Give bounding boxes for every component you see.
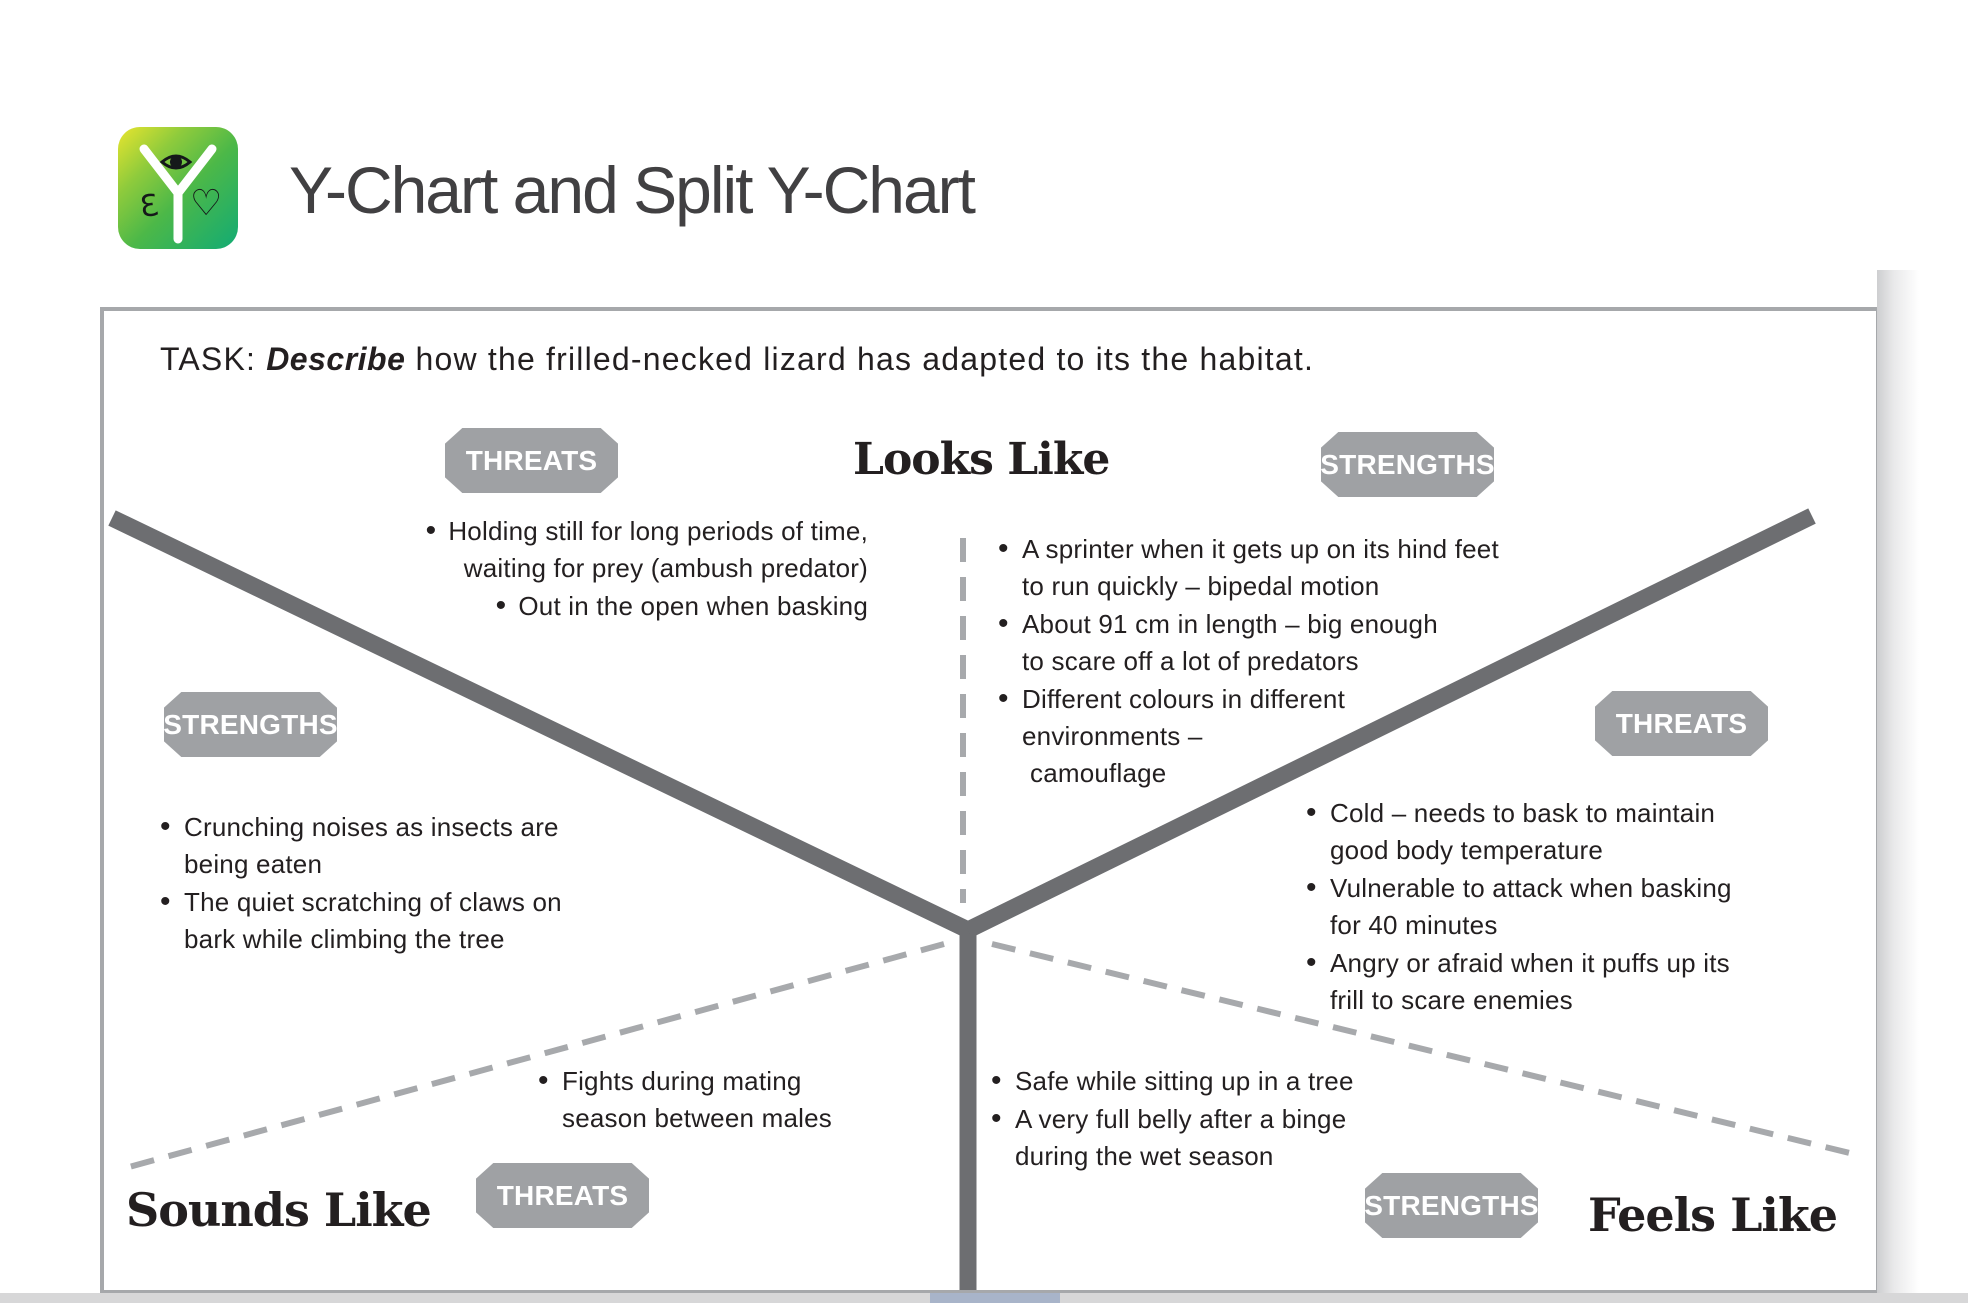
looks-strengths-list: A sprinter when it gets up on its hind f… (998, 530, 1578, 792)
list-item: bark while climbing the tree (184, 924, 505, 954)
sounds-strengths-list: Crunching noises as insects are being ea… (160, 808, 680, 958)
feels-threats-list: Cold – needs to bask to maintain good bo… (1306, 794, 1866, 1019)
badge-looks-threats: THREATS (445, 428, 618, 493)
y-chart-app-icon: Ɛ ♡ (118, 127, 238, 249)
list-item: A sprinter when it gets up on its hind f… (998, 530, 1578, 568)
list-item: during the wet season (1015, 1141, 1274, 1171)
list-item: environments – (1022, 721, 1203, 751)
heading-sounds-like: Sounds Like (126, 1183, 432, 1237)
task-text: TASK: Describe how the frilled-necked li… (160, 341, 1314, 378)
heading-looks-like: Looks Like (853, 434, 1110, 485)
y-shape-icon (139, 144, 217, 244)
list-item: The quiet scratching of claws on (160, 883, 680, 921)
heading-feels-like: Feels Like (1588, 1188, 1838, 1242)
list-item: to run quickly – bipedal motion (1022, 571, 1380, 601)
task-label: TASK: (160, 341, 267, 377)
page-title: Y-Chart and Split Y-Chart (289, 153, 976, 227)
list-item: good body temperature (1330, 835, 1604, 865)
list-item: Cold – needs to bask to maintain (1306, 794, 1866, 832)
y-chart-canvas: TASK: Describe how the frilled-necked li… (100, 307, 1880, 1294)
list-item: A very full belly after a binge (991, 1100, 1411, 1138)
list-item: Angry or afraid when it puffs up its (1306, 944, 1866, 982)
sounds-threats-list: Fights during mating season between male… (538, 1062, 898, 1137)
horizontal-scrollbar[interactable] (0, 1293, 1968, 1303)
list-item: Holding still for long periods of time, (304, 512, 868, 550)
task-rest: how the frilled-necked lizard has adapte… (405, 341, 1315, 377)
badge-feels-strengths: STRENGTHS (1365, 1173, 1538, 1238)
page-edge-shadow (1877, 270, 1919, 1294)
badge-sounds-strengths: STRENGTHS (164, 692, 337, 757)
list-item: Vulnerable to attack when basking (1306, 869, 1866, 907)
list-item: being eaten (184, 849, 323, 879)
badge-sounds-threats: THREATS (476, 1163, 649, 1228)
list-item: for 40 minutes (1330, 910, 1498, 940)
list-item: to scare off a lot of predators (1022, 646, 1359, 676)
list-item: Crunching noises as insects are (160, 808, 680, 846)
list-item: Fights during mating (538, 1062, 898, 1100)
list-item: Safe while sitting up in a tree (991, 1062, 1411, 1100)
list-item: camouflage (1030, 758, 1167, 788)
badge-feels-threats: THREATS (1595, 691, 1768, 756)
task-verb: Describe (266, 341, 406, 377)
eye-icon (159, 154, 193, 170)
list-item: Different colours in different (998, 680, 1578, 718)
scrollbar-thumb[interactable] (930, 1293, 1060, 1303)
list-item: About 91 cm in length – big enough (998, 605, 1578, 643)
looks-threats-list: Holding still for long periods of time, … (304, 512, 868, 625)
badge-looks-strengths: STRENGTHS (1321, 432, 1494, 497)
dashed-split-left (117, 941, 945, 1173)
dashed-split-right (991, 941, 1859, 1158)
list-item: frill to scare enemies (1330, 985, 1573, 1015)
list-item: season between males (562, 1103, 832, 1133)
list-item: Out in the open when basking (304, 587, 868, 625)
list-item: waiting for prey (ambush predator) (463, 553, 868, 583)
feels-strengths-list: Safe while sitting up in a tree A very f… (991, 1062, 1411, 1175)
y-chart-lines (108, 508, 1859, 1290)
heart-icon: ♡ (190, 183, 223, 224)
solid-y-right (964, 508, 1816, 938)
